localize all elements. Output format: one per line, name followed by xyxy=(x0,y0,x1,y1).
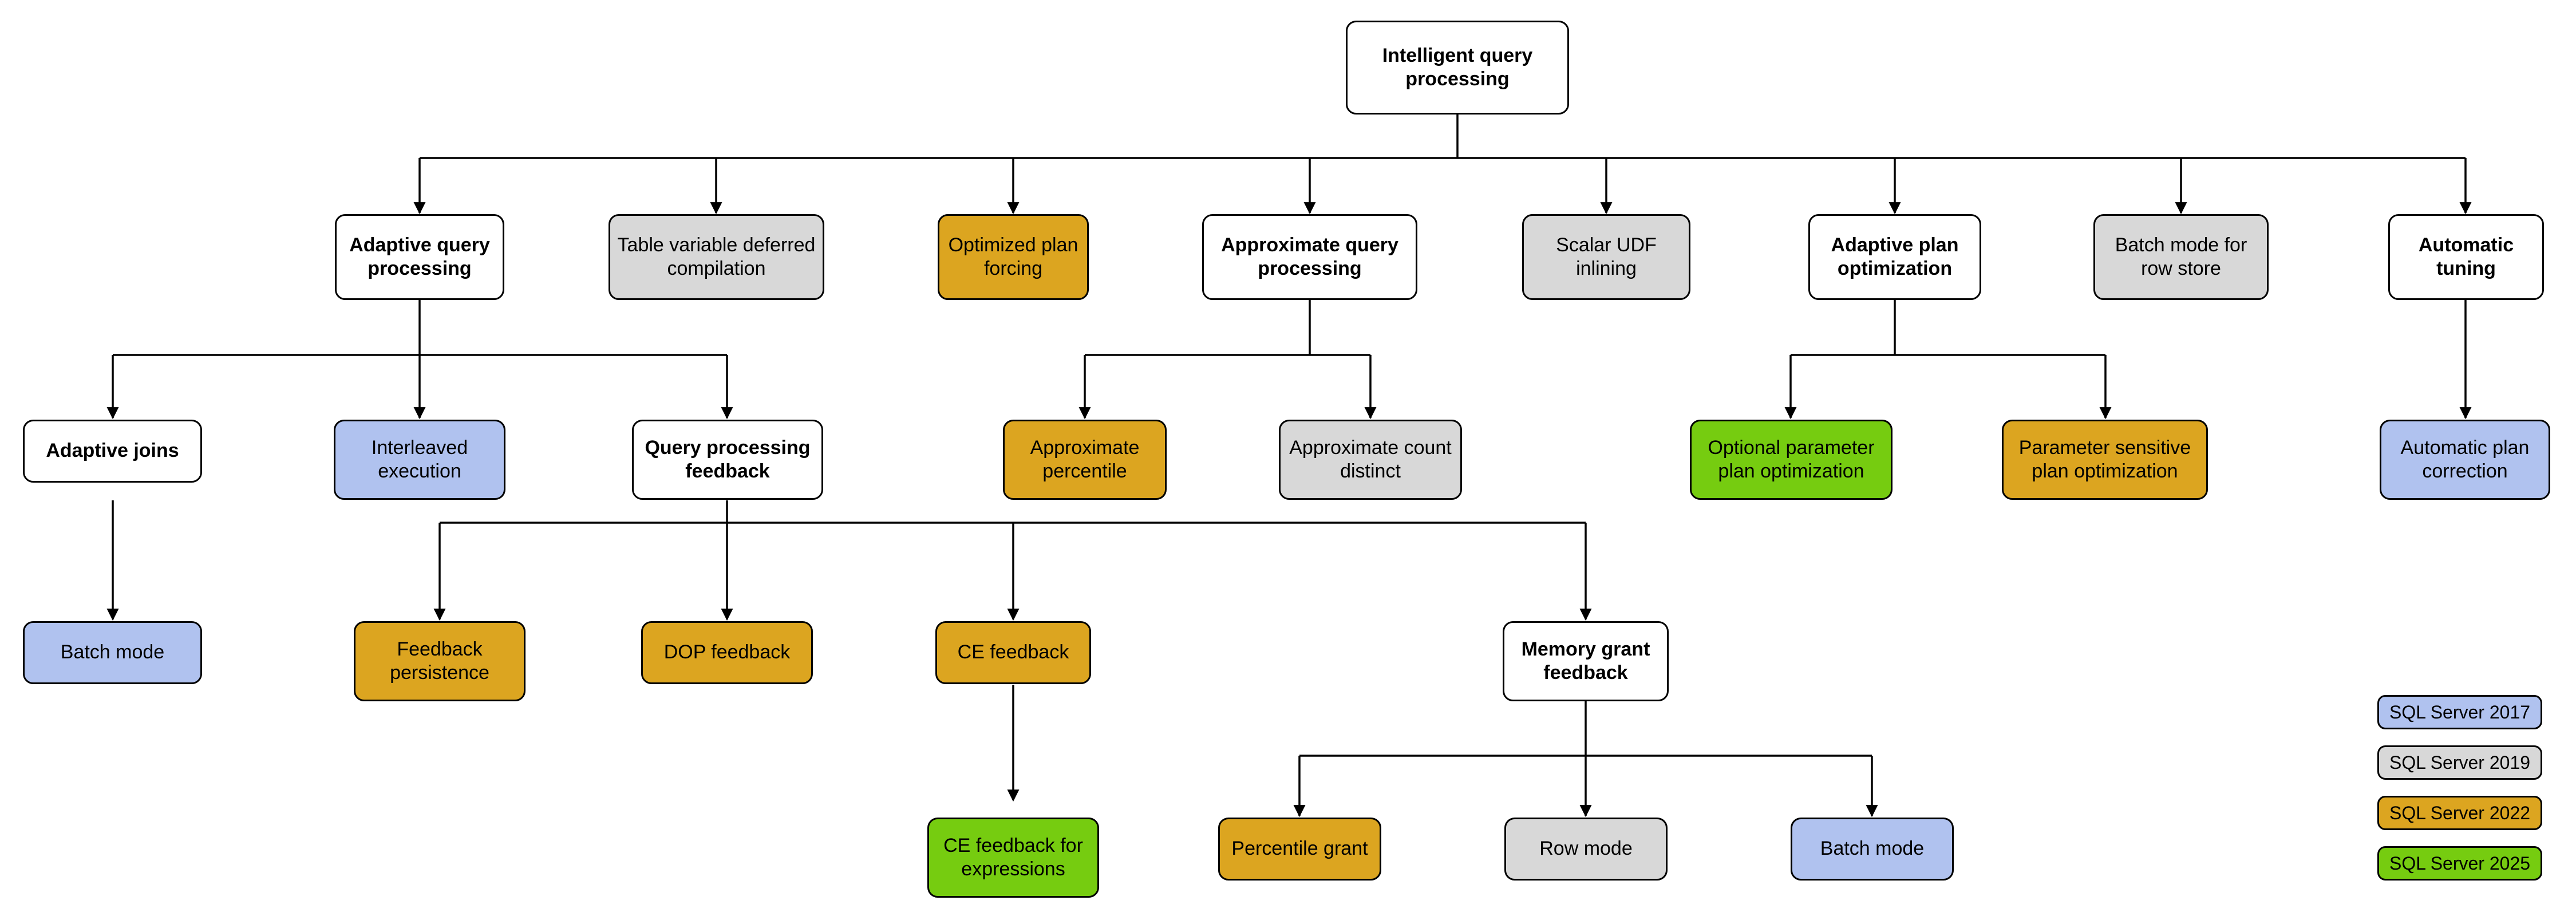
node-scalar-udf-inlining[interactable]: Scalar UDF inlining xyxy=(1522,214,1690,300)
node-adaptive-joins[interactable]: Adaptive joins xyxy=(23,420,202,483)
legend-label: SQL Server 2017 xyxy=(2389,701,2531,722)
legend-label: SQL Server 2025 xyxy=(2389,852,2531,874)
legend-label: SQL Server 2022 xyxy=(2389,802,2531,823)
node-automatic-plan-correction[interactable]: Automatic plan correction xyxy=(2380,420,2550,500)
node-optimized-plan-forcing[interactable]: Optimized plan forcing xyxy=(938,214,1089,300)
legend-item-sql-server-2017[interactable]: SQL Server 2017 xyxy=(2377,695,2542,729)
legend-item-sql-server-2019[interactable]: SQL Server 2019 xyxy=(2377,745,2542,780)
node-approximate-count-distinct[interactable]: Approximate count distinct xyxy=(1279,420,1462,500)
node-batch-mode-adaptive-joins[interactable]: Batch mode xyxy=(23,621,202,684)
node-automatic-tuning[interactable]: Automatic tuning xyxy=(2388,214,2544,300)
node-percentile-grant[interactable]: Percentile grant xyxy=(1218,818,1381,881)
node-interleaved-execution[interactable]: Interleaved execution xyxy=(334,420,505,500)
node-parameter-sensitive-plan-optimization[interactable]: Parameter sensitive plan optimization xyxy=(2002,420,2208,500)
node-dop-feedback[interactable]: DOP feedback xyxy=(641,621,813,684)
node-approximate-percentile[interactable]: Approximate percentile xyxy=(1003,420,1167,500)
node-batch-mode-memory-grant[interactable]: Batch mode xyxy=(1791,818,1954,881)
node-adaptive-query-processing[interactable]: Adaptive query processing xyxy=(335,214,504,300)
node-table-variable-deferred-compilation[interactable]: Table variable deferred compilation xyxy=(609,214,824,300)
node-adaptive-plan-optimization[interactable]: Adaptive plan optimization xyxy=(1808,214,1981,300)
legend-item-sql-server-2025[interactable]: SQL Server 2025 xyxy=(2377,846,2542,881)
legend-label: SQL Server 2019 xyxy=(2389,752,2531,773)
node-ce-feedback[interactable]: CE feedback xyxy=(935,621,1091,684)
node-approximate-query-processing[interactable]: Approximate query processing xyxy=(1202,214,1417,300)
node-feedback-persistence[interactable]: Feedback persistence xyxy=(354,621,526,701)
node-ce-feedback-for-expressions[interactable]: CE feedback for expressions xyxy=(927,818,1099,898)
legend-item-sql-server-2022[interactable]: SQL Server 2022 xyxy=(2377,796,2542,830)
node-query-processing-feedback[interactable]: Query processing feedback xyxy=(632,420,823,500)
node-row-mode[interactable]: Row mode xyxy=(1504,818,1668,881)
node-memory-grant-feedback[interactable]: Memory grant feedback xyxy=(1503,621,1669,701)
node-optional-parameter-plan-optimization[interactable]: Optional parameter plan optimization xyxy=(1690,420,1893,500)
node-intelligent-query-processing[interactable]: Intelligent query processing xyxy=(1346,21,1569,114)
node-batch-mode-for-row-store[interactable]: Batch mode for row store xyxy=(2093,214,2269,300)
